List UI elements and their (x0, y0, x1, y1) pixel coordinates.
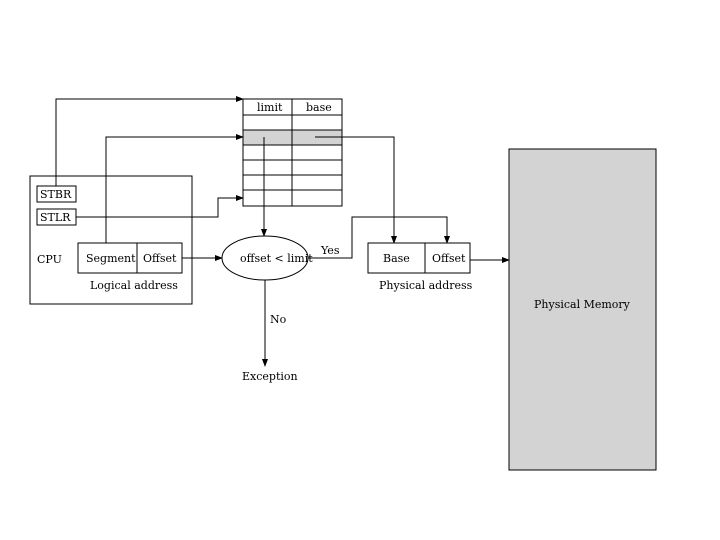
physical-base-label: Base (383, 252, 410, 265)
physical-memory-block (508, 148, 657, 471)
physical-base-field (367, 242, 426, 274)
segment-table-header-limit: limit (257, 101, 283, 114)
segment-to-table-arrow (105, 134, 244, 243)
cpu-label: CPU (37, 253, 62, 266)
logical-offset-field (136, 242, 183, 274)
comparison-label: offset < limit (240, 252, 313, 265)
logical-segment-field (77, 242, 138, 274)
cpu-box (29, 175, 193, 305)
physical-address-caption: Physical address (379, 279, 473, 292)
yes-label: Yes (320, 244, 340, 257)
stlr-to-table-arrow (76, 195, 244, 218)
segment-table-header-base: base (306, 101, 332, 114)
no-label: No (270, 313, 287, 326)
logical-address-caption: Logical address (90, 279, 178, 292)
stbr-to-table-arrow (55, 96, 244, 186)
physical-offset-field (424, 242, 471, 274)
logical-segment-label: Segment (86, 252, 136, 265)
base-to-physical-arrow (315, 136, 397, 244)
stlr-label: STLR (40, 211, 71, 224)
stbr-label: STBR (40, 188, 72, 201)
exception-label: Exception (242, 370, 298, 383)
logical-offset-label: Offset (143, 252, 177, 265)
physical-memory-label: Physical Memory (534, 298, 631, 311)
segment-table: limit base (242, 98, 343, 207)
yes-to-physical-offset-arrow (308, 216, 450, 259)
physical-offset-label: Offset (432, 252, 466, 265)
